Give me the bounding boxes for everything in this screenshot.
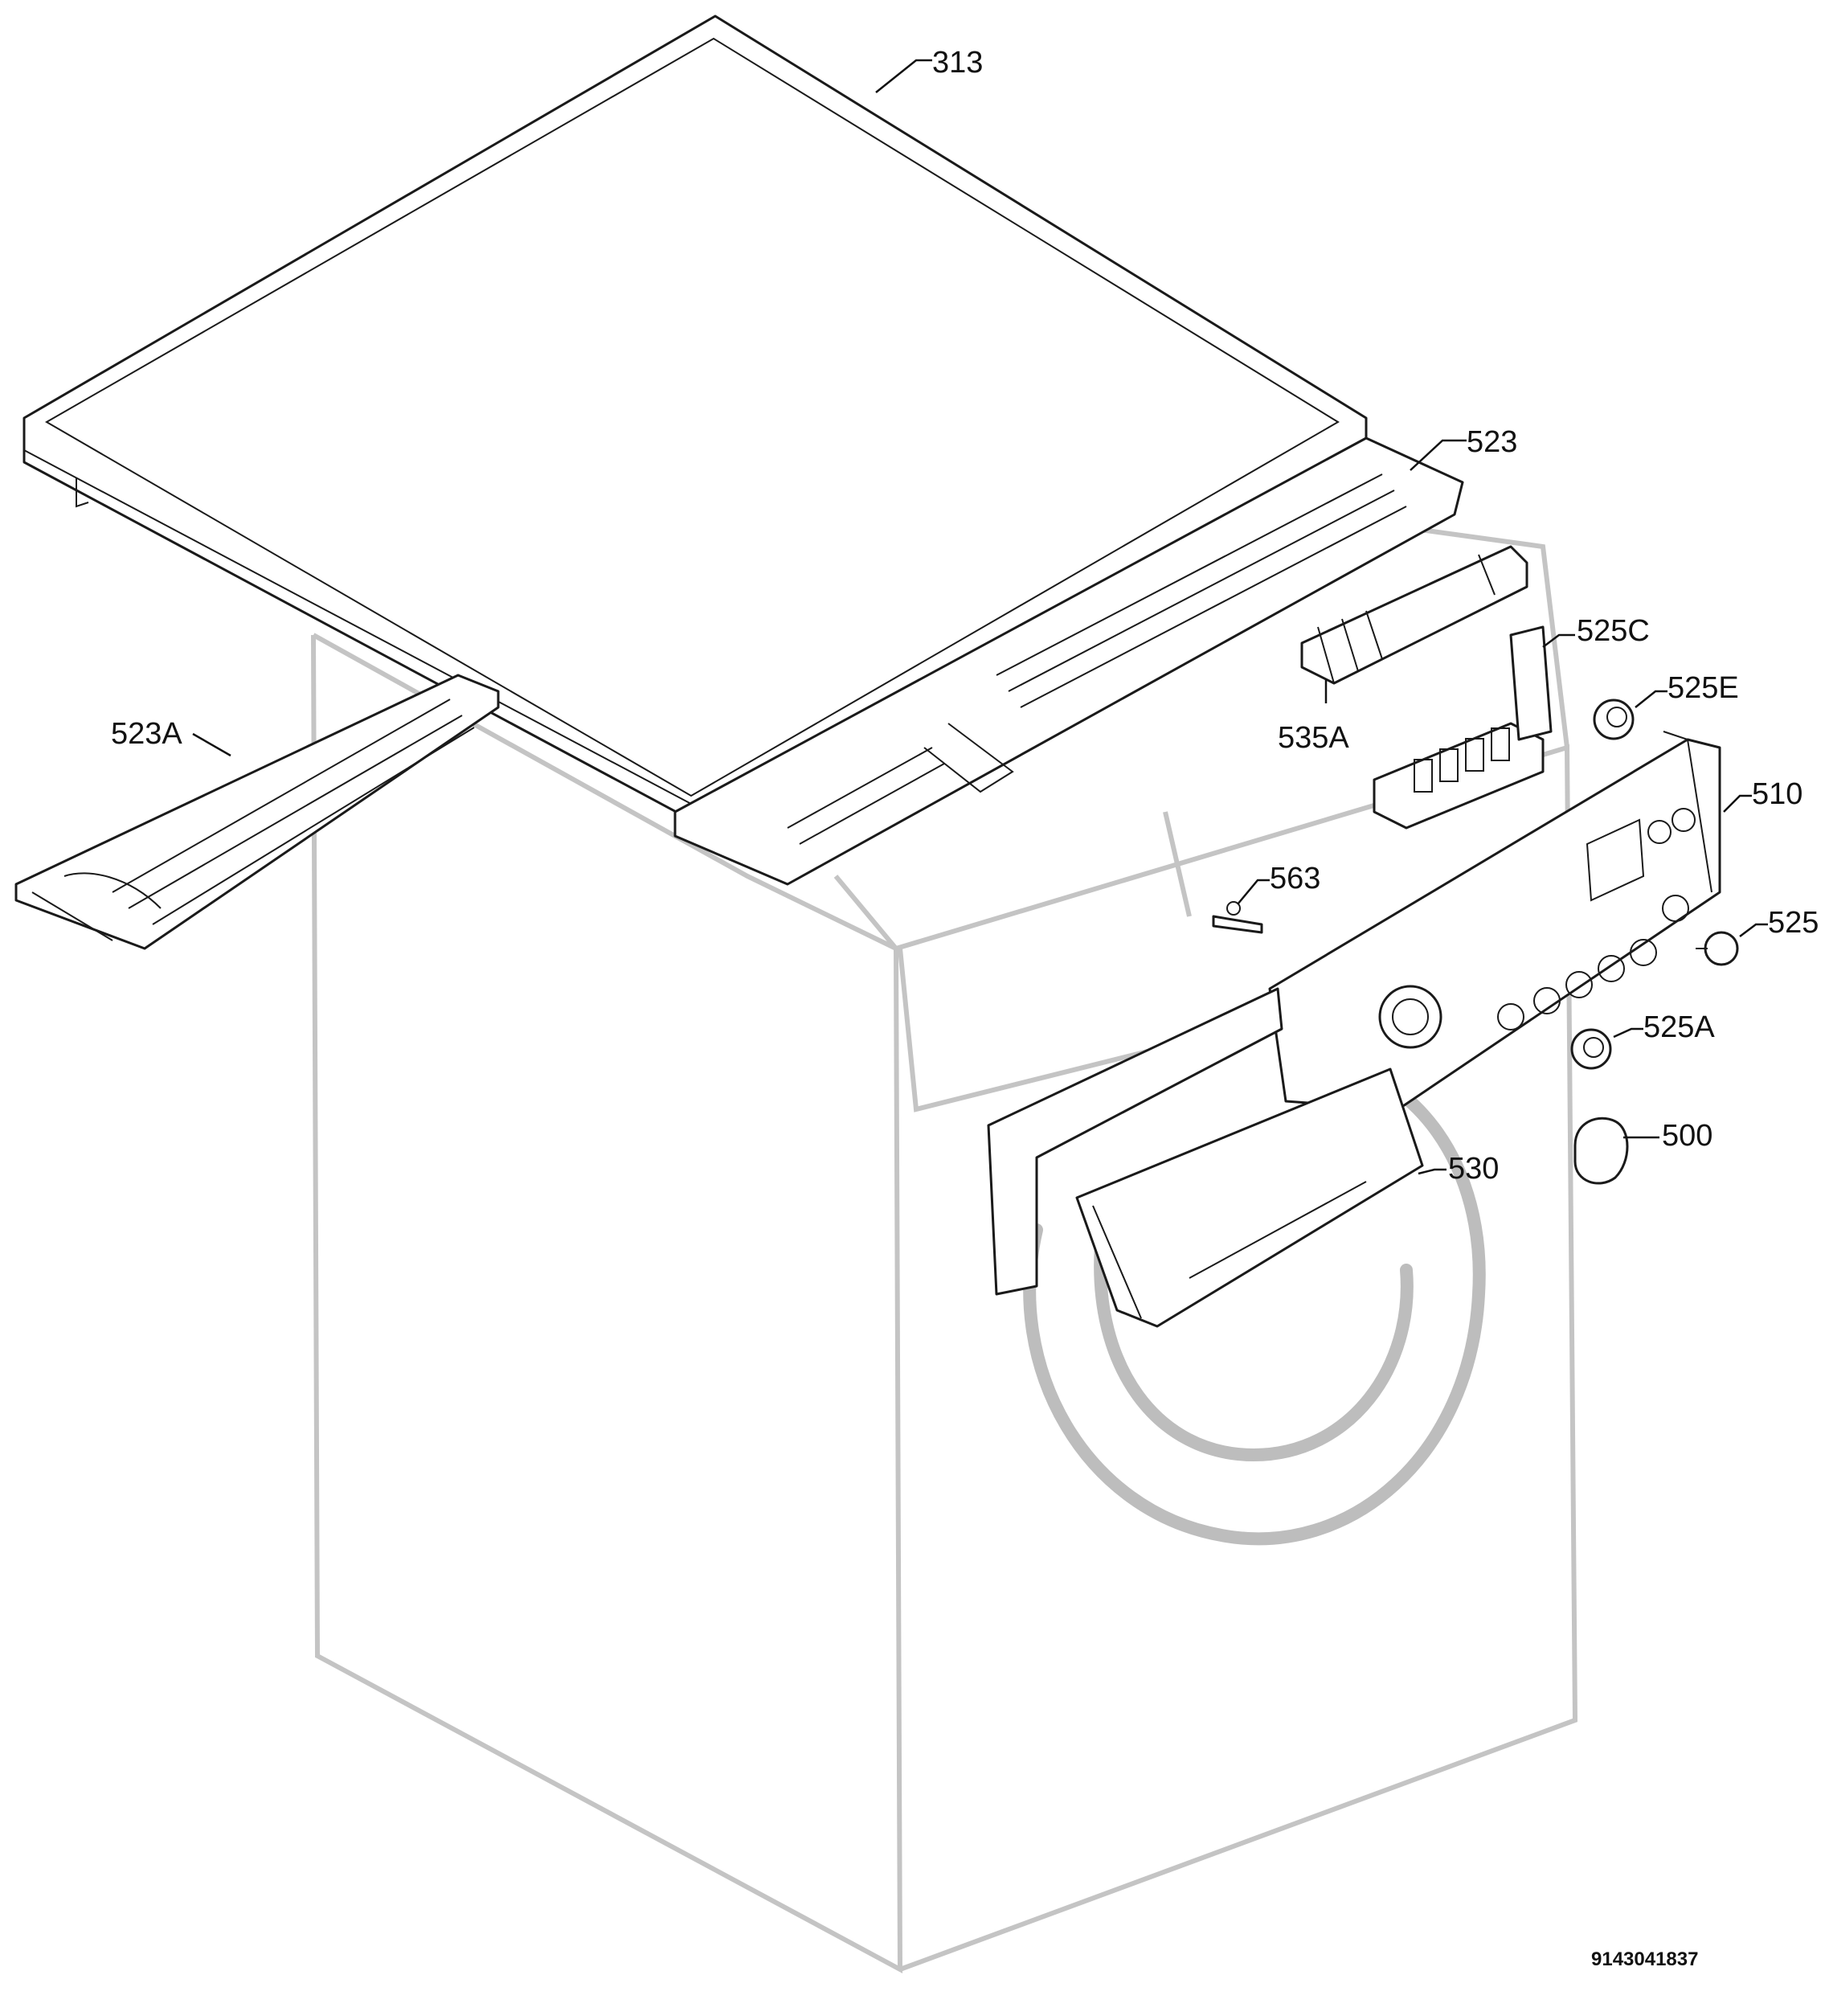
part-523A-left-rail <box>14 674 500 950</box>
part-530-detergent-drawer <box>987 987 1424 1328</box>
part-535A-harness <box>1300 545 1528 685</box>
label-523A: 523A <box>111 717 182 751</box>
label-525E: 525E <box>1667 671 1739 705</box>
leader-lines <box>192 59 1768 1175</box>
door-porthole <box>1023 1055 1486 1546</box>
label-525: 525 <box>1768 906 1819 940</box>
part-500-knob <box>1573 1117 1629 1185</box>
part-labels: 313 523 523A 525C 535A 525E 510 563 525 … <box>111 46 1819 1970</box>
label-535A: 535A <box>1278 721 1349 755</box>
drawing-number: 9143041837 <box>1591 1948 1698 1970</box>
part-510-control-panel <box>1268 731 1721 1111</box>
label-510: 510 <box>1752 777 1802 811</box>
label-500: 500 <box>1662 1119 1712 1153</box>
label-313: 313 <box>932 46 983 80</box>
label-525A: 525A <box>1643 1010 1715 1044</box>
label-525C: 525C <box>1577 614 1650 648</box>
part-313-top-lid <box>23 14 1368 822</box>
part-525-knob <box>1696 931 1739 966</box>
part-523-top-rail <box>673 436 1464 886</box>
label-530: 530 <box>1448 1152 1499 1186</box>
label-523: 523 <box>1467 425 1517 459</box>
part-525C-pcb-module <box>1373 625 1553 830</box>
part-525A-knob <box>1570 1028 1612 1070</box>
label-563: 563 <box>1270 862 1320 895</box>
part-563-pin <box>1212 901 1263 934</box>
part-525E-knob <box>1593 699 1635 740</box>
